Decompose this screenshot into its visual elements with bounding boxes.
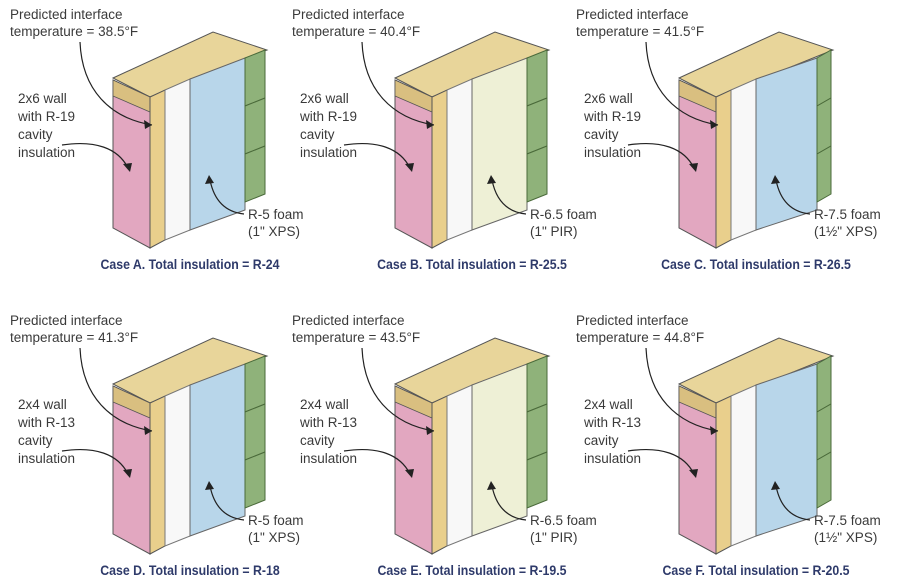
case-caption: Case E. Total insulation = R-19.5 [377, 562, 567, 578]
foam-arrow [491, 179, 527, 215]
housewrap [730, 384, 757, 547]
wall-arrow [61, 448, 129, 475]
siding [244, 355, 266, 509]
foam-arrow [775, 485, 811, 521]
interface-arrow [361, 347, 435, 432]
interface-arrow [361, 41, 435, 126]
wall-arrow [627, 448, 695, 475]
siding [244, 49, 266, 203]
siding [526, 49, 548, 203]
wall-top-plate [677, 337, 835, 404]
foam-label: R-6.5 foam(1" PIR) [530, 207, 597, 239]
foam-label: R-6.5 foam(1" PIR) [530, 513, 597, 545]
wall-section-illustration [627, 337, 835, 555]
wall-top-plate [393, 31, 551, 98]
wall-arrow [343, 448, 411, 475]
foam-board [189, 363, 246, 537]
foam-board [189, 57, 246, 231]
wall-arrow [61, 142, 129, 169]
wall-section-illustration [343, 31, 551, 249]
wall-top-plate [111, 31, 269, 98]
case-caption: Case A. Total insulation = R-24 [100, 256, 280, 272]
wall-arrow [343, 142, 411, 169]
wall-top-plate [677, 31, 835, 98]
case-caption: Case F. Total insulation = R-20.5 [662, 562, 850, 578]
sheathing [149, 395, 166, 555]
interface-arrow [79, 41, 153, 126]
housewrap [730, 78, 757, 241]
wall-arrow [627, 142, 695, 169]
interface-arrow [645, 41, 719, 126]
sheathing [149, 89, 166, 249]
wall-section-illustration [627, 31, 835, 249]
wall-section-illustration [61, 337, 269, 555]
foam-arrow [209, 179, 245, 215]
siding [816, 355, 832, 509]
wall-section-illustration [343, 337, 551, 555]
sheathing [715, 89, 732, 249]
case-caption: Case B. Total insulation = R-25.5 [377, 256, 567, 272]
sheathing [431, 89, 448, 249]
sheathing [431, 395, 448, 555]
foam-board [471, 57, 528, 231]
foam-label: R-5 foam(1" XPS) [248, 207, 304, 239]
siding [816, 49, 832, 203]
foam-arrow [209, 485, 245, 521]
foam-label: R-7.5 foam(1½" XPS) [814, 513, 881, 545]
interface-arrow [79, 347, 153, 432]
sheathing [715, 395, 732, 555]
case-caption: Case C. Total insulation = R-26.5 [661, 256, 851, 272]
wall-top-plate [111, 337, 269, 404]
housewrap [164, 384, 191, 547]
foam-label: R-7.5 foam(1½" XPS) [814, 207, 881, 239]
siding [526, 355, 548, 509]
wall-section-illustration [61, 31, 269, 249]
housewrap [446, 384, 473, 547]
housewrap [164, 78, 191, 241]
interface-arrow [645, 347, 719, 432]
case-caption: Case D. Total insulation = R-18 [100, 562, 280, 578]
foam-label: R-5 foam(1" XPS) [248, 513, 304, 545]
foam-board [755, 363, 818, 537]
foam-arrow [491, 485, 527, 521]
foam-arrow [775, 179, 811, 215]
housewrap [446, 78, 473, 241]
wall-top-plate [393, 337, 551, 404]
foam-board [471, 363, 528, 537]
foam-board [755, 57, 818, 231]
